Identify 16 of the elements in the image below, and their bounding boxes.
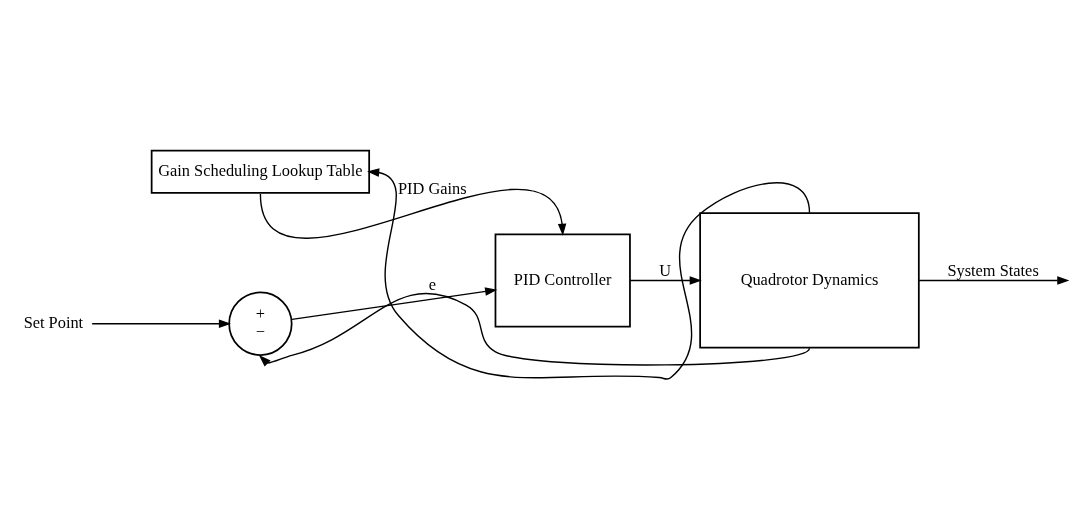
node-box: PID Controller: [494, 232, 631, 328]
edge-label: PID Gains: [398, 178, 467, 198]
node-circle: + −: [228, 291, 293, 356]
arrow: [258, 292, 811, 367]
arrow: [629, 275, 702, 285]
arrow: [918, 275, 1070, 285]
node-box: Gain Scheduling Lookup Table: [150, 149, 371, 194]
edge-label: e: [428, 274, 436, 294]
arrow: [91, 319, 232, 328]
arrow: [291, 286, 498, 320]
edge-label: System States: [947, 260, 1039, 280]
arrow: [259, 188, 567, 239]
node-text: Set Point: [23, 312, 84, 332]
edge-label: U: [659, 260, 671, 280]
arrow: [367, 167, 811, 380]
node-box: Quadrotor Dynamics: [699, 211, 920, 349]
